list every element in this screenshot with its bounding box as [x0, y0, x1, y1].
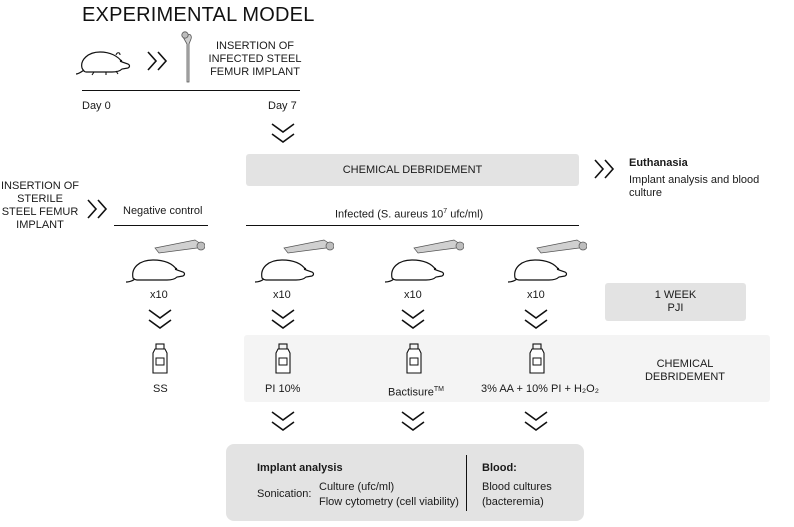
page-title: EXPERIMENTAL MODEL [82, 4, 315, 26]
infected-line [246, 225, 579, 226]
insertion-sterile-line-3: STEEL FEMUR [1, 206, 79, 218]
chemical-debridement-label: CHEMICAL DEBRIDEMENT [342, 164, 483, 176]
euthanasia-detail: Implant analysis and blood culture [629, 174, 760, 199]
bottle-icon [275, 343, 291, 374]
treatment-mix: 3% AA + 10% PI + H₂O₂ [481, 383, 599, 395]
culture-label: Culture (ufc/ml) [319, 481, 395, 493]
double-chevron-down-icon [524, 309, 548, 329]
infected-label-prefix: Infected (S. aureus 10 [335, 208, 444, 221]
chemical-side-line-2: DEBRIDEMENT [644, 371, 726, 383]
double-chevron-down-icon [524, 411, 548, 431]
insertion-infected-label: INSERTION OF INFECTED STEEL FEMUR IMPLAN… [205, 40, 305, 79]
chemical-side-line-1: CHEMICAL [656, 358, 714, 370]
infected-label-suffix: ufc/ml) [447, 208, 484, 221]
count-label: x10 [527, 289, 545, 301]
treatment-ss: SS [153, 383, 168, 395]
insertion-infected-line-2: INFECTED STEEL [208, 53, 302, 65]
double-chevron-down-icon [271, 411, 295, 431]
double-chevron-down-icon [401, 411, 425, 431]
double-chevron-right-icon [147, 51, 168, 71]
count-label: x10 [273, 289, 291, 301]
count-label: x10 [150, 289, 168, 301]
double-chevron-down-icon [148, 309, 172, 329]
insertion-sterile-line-1: INSERTION OF [0, 180, 80, 192]
double-chevron-down-icon [401, 309, 425, 329]
insertion-sterile-label: INSERTION OF STERILE STEEL FEMUR IMPLANT [0, 180, 80, 232]
double-chevron-right-icon [594, 159, 615, 179]
negative-control-label: Negative control [123, 205, 203, 217]
double-chevron-down-icon [271, 123, 295, 143]
chemical-debridement-side-label: CHEMICAL DEBRIDEMENT [630, 358, 740, 384]
bactisure-trademark: TM [433, 386, 444, 393]
rat-implant-icon [384, 239, 464, 283]
bottle-icon [406, 343, 422, 374]
pji-line-2: PJI [667, 302, 684, 314]
insertion-sterile-line-2: STERILE [17, 193, 63, 205]
chemical-debridement-box: CHEMICAL DEBRIDEMENT [246, 154, 579, 186]
results-box [226, 444, 584, 521]
bottle-icon [529, 343, 545, 374]
euthanasia-title: Euthanasia [629, 157, 688, 169]
insertion-infected-line-1: INSERTION OF [215, 40, 295, 52]
implant-analysis-title: Implant analysis [257, 462, 343, 474]
bacteremia-label: (bacteremia) [482, 496, 544, 508]
pji-box: 1 WEEK PJI [605, 283, 746, 321]
flow-cytometry-label: Flow cytometry (cell viability) [319, 496, 459, 508]
sonication-label: Sonication: [257, 488, 312, 500]
double-chevron-down-icon [271, 309, 295, 329]
rat-implant-icon [254, 239, 334, 283]
insertion-infected-line-3: FEMUR IMPLANT [210, 66, 300, 78]
count-label: x10 [404, 289, 422, 301]
treatment-pi: PI 10% [265, 383, 301, 395]
infected-label-exponent: 7 [443, 208, 448, 215]
bactisure-name: Bactisure [388, 386, 434, 399]
results-divider [466, 455, 467, 511]
rat-implant-icon [125, 239, 205, 283]
pji-line-1: 1 WEEK [654, 289, 697, 301]
day-0-label: Day 0 [82, 100, 111, 112]
timeline-line [82, 90, 300, 91]
double-chevron-right-icon [87, 199, 108, 219]
treatment-band [244, 335, 770, 402]
treatment-bactisure: BactisureTM [388, 383, 444, 400]
blood-cultures-label: Blood cultures [482, 481, 552, 493]
day-7-label: Day 7 [268, 100, 297, 112]
infected-label: Infected (S. aureus 107 ufc/ml) [335, 205, 483, 222]
rat-implant-icon [507, 239, 587, 283]
blood-title: Blood: [482, 462, 517, 474]
rat-icon [76, 51, 131, 76]
insertion-sterile-line-4: IMPLANT [16, 219, 64, 231]
bottle-icon [152, 343, 168, 374]
negative-line [114, 225, 208, 226]
femur-implant-icon [181, 31, 192, 83]
